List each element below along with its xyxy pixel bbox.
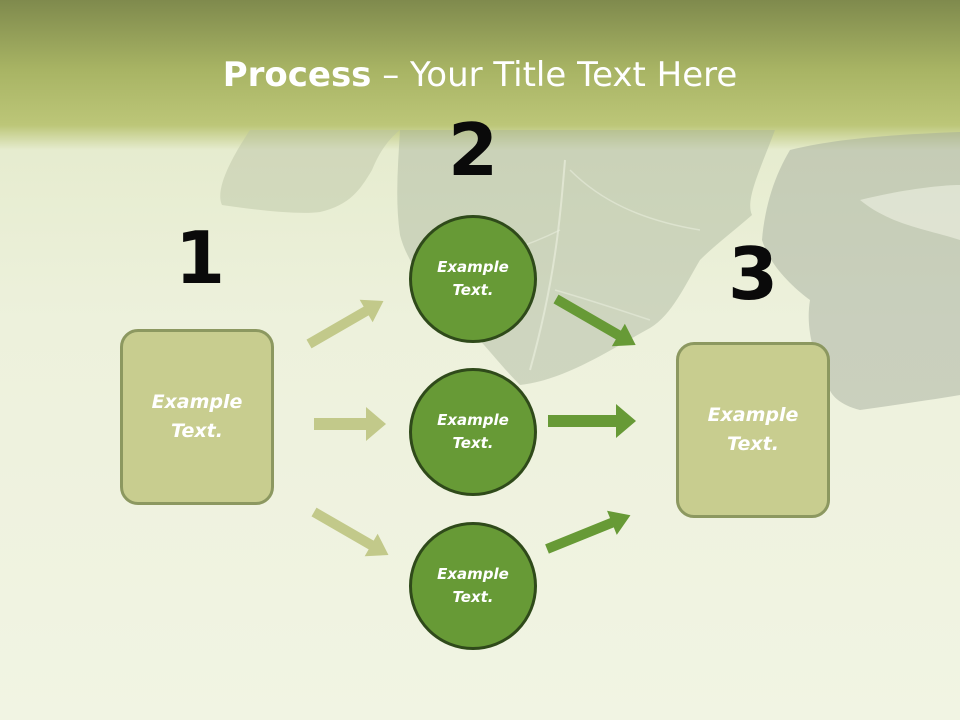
arrow-group-light	[306, 299, 389, 557]
arrow-right-icon	[548, 404, 636, 438]
circle-top-text-line1: Example	[437, 258, 509, 276]
step-3-text-line1: Example	[707, 404, 799, 426]
step-2-circle-bottom: Example Text.	[409, 522, 537, 650]
arrow-up-right-icon	[545, 510, 631, 554]
title-rest: – Your Title Text Here	[371, 55, 738, 95]
arrow-right-icon	[314, 407, 386, 441]
step-number-2: 2	[447, 108, 499, 192]
step-1-text-line2: Text.	[171, 420, 223, 442]
circle-bottom-text-line1: Example	[437, 565, 509, 583]
circle-middle-text-line1: Example	[437, 411, 509, 429]
arrow-down-right-icon	[553, 294, 636, 347]
step-2-circle-top: Example Text.	[409, 215, 537, 343]
circle-middle-text-line2: Text.	[452, 434, 494, 452]
arrow-down-right-icon	[311, 507, 389, 557]
arrow-up-right-icon	[306, 299, 384, 349]
slide-title: Process – Your Title Text Here	[0, 52, 960, 98]
step-number-1: 1	[174, 216, 226, 300]
step-3-box: Example Text.	[676, 342, 830, 518]
title-bold: Process	[222, 55, 372, 95]
step-1-text-line1: Example	[151, 391, 243, 413]
arrow-group-dark	[545, 294, 636, 554]
step-number-3: 3	[727, 232, 779, 316]
circle-bottom-text-line2: Text.	[452, 588, 494, 606]
step-3-text-line2: Text.	[727, 433, 779, 455]
step-1-box: Example Text.	[120, 329, 274, 505]
step-2-circle-middle: Example Text.	[409, 368, 537, 496]
circle-top-text-line2: Text.	[452, 281, 494, 299]
